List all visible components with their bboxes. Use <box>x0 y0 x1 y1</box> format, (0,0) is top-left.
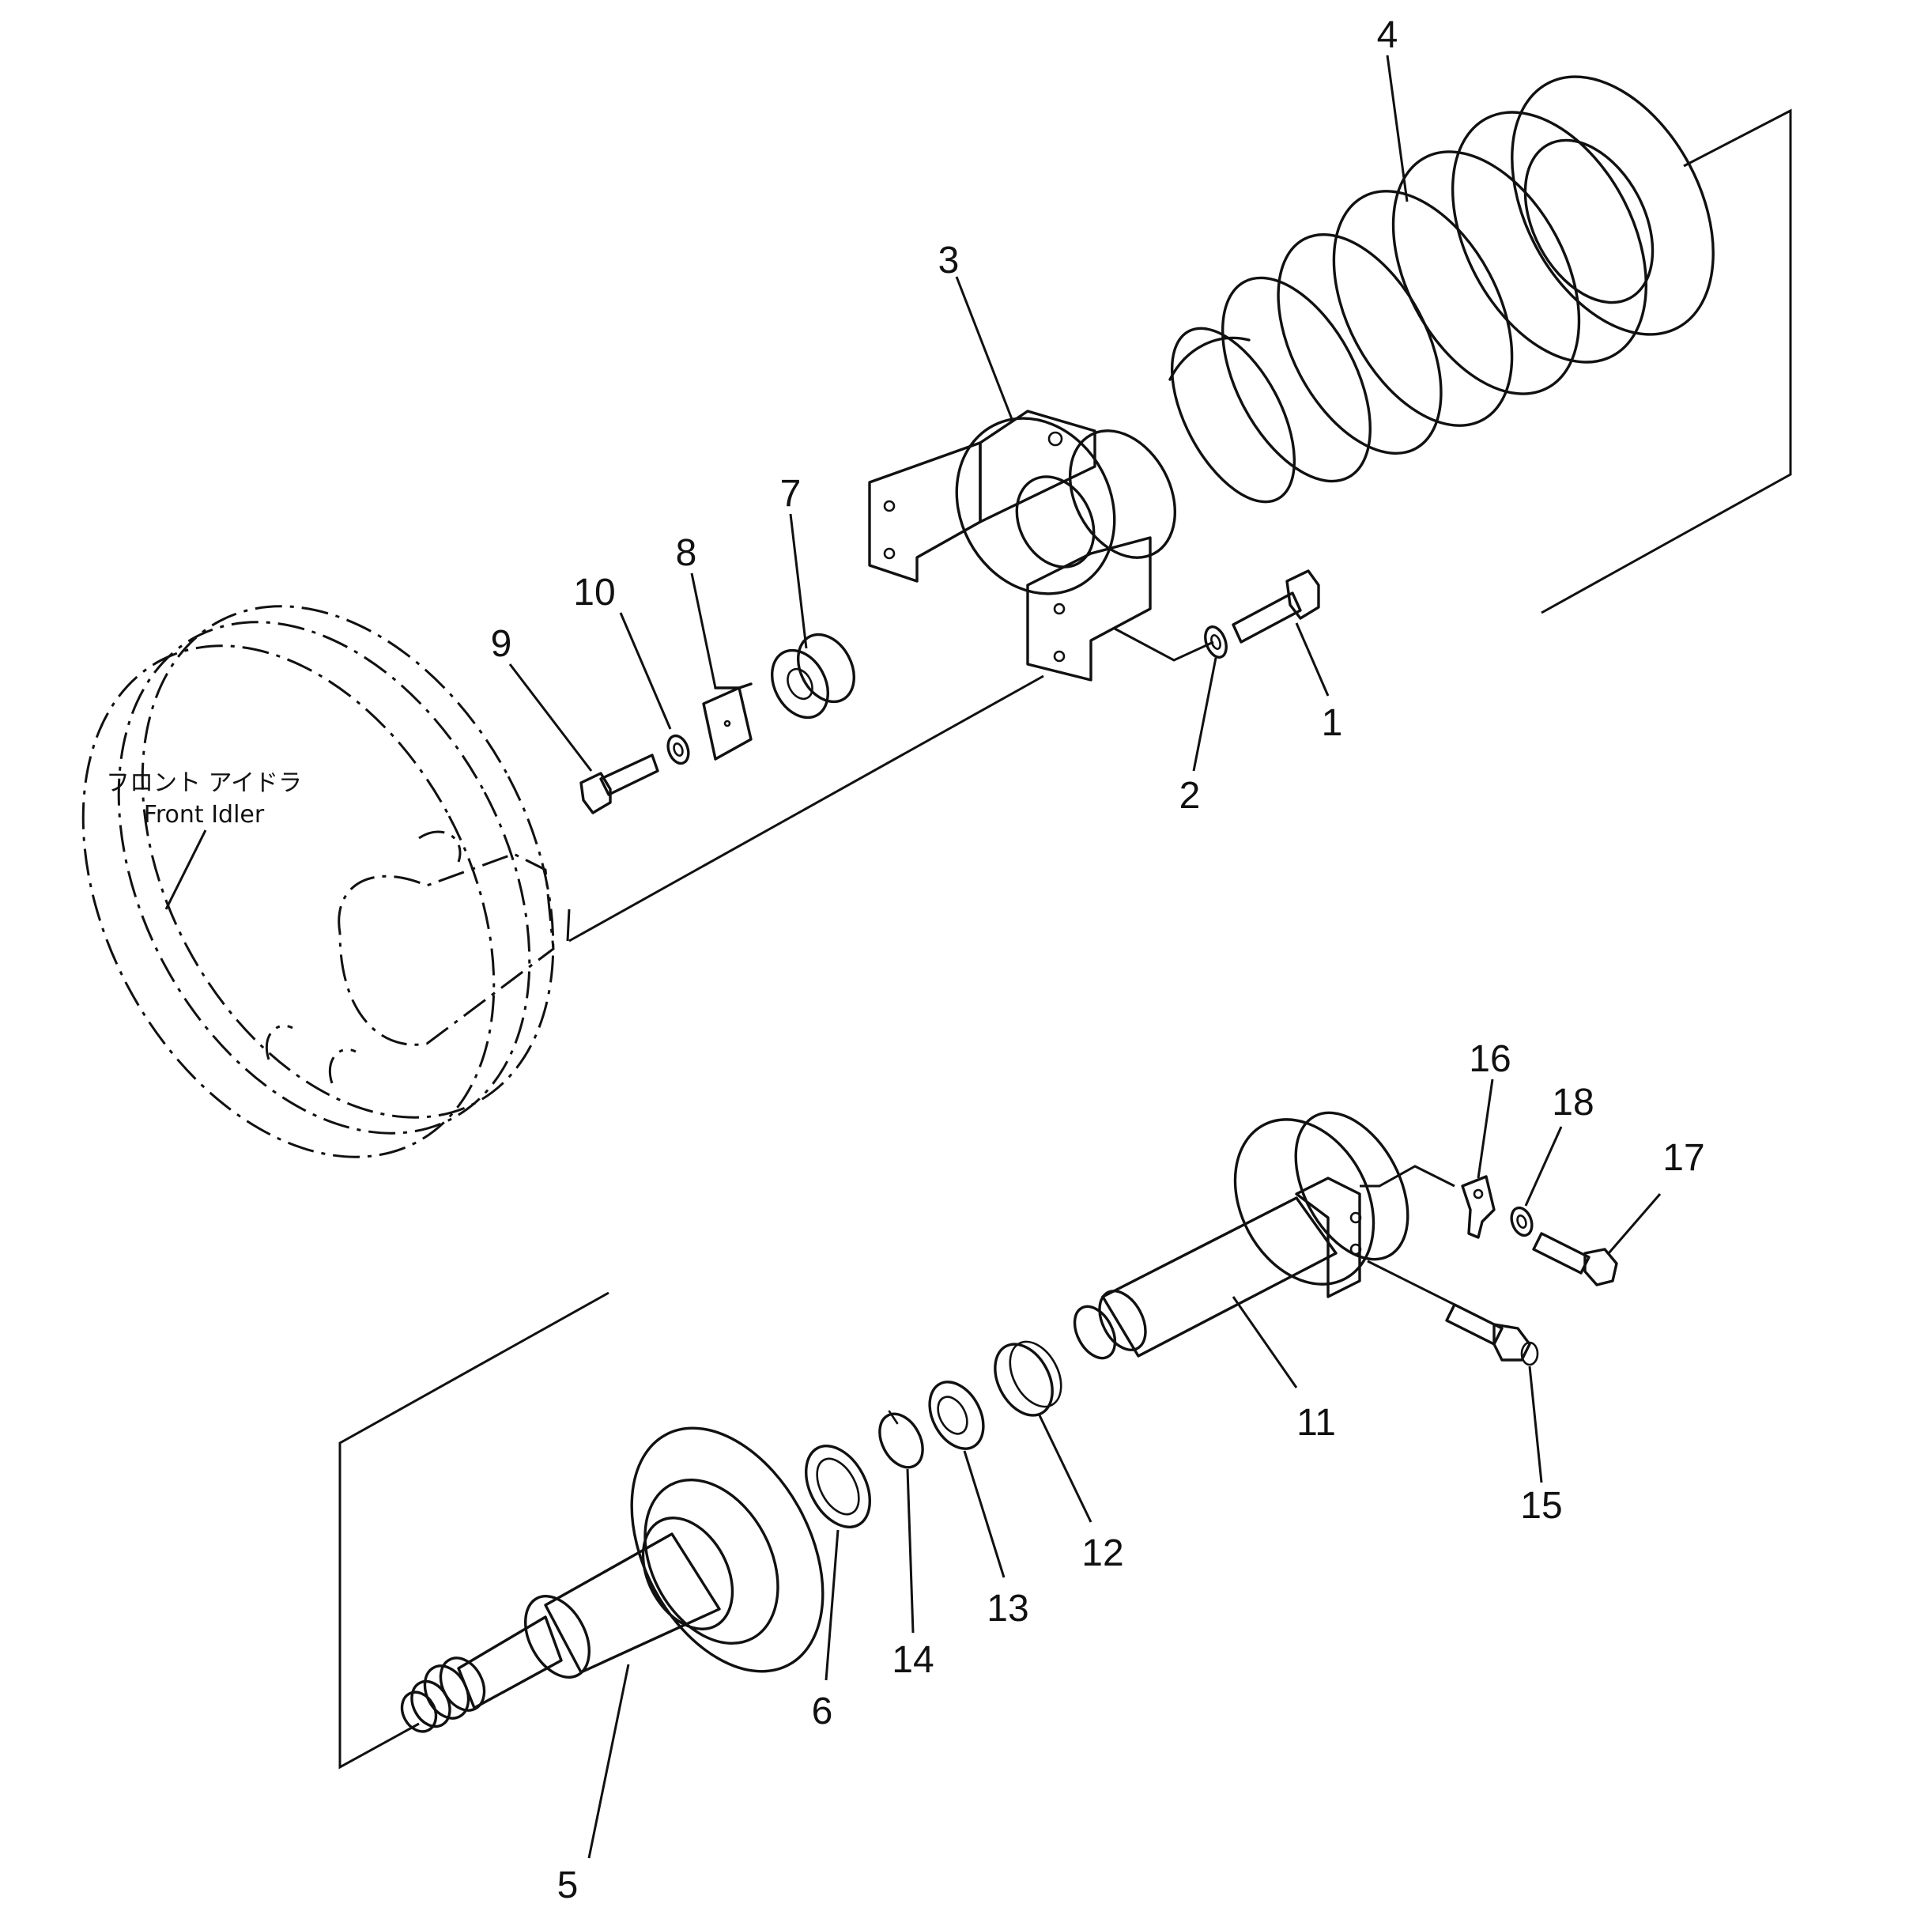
callout-6: 6 <box>812 1690 833 1732</box>
front-idler-label-jp: フロント アイドラ <box>106 769 302 797</box>
seal-13 <box>928 1381 985 1450</box>
callout-10: 10 <box>573 572 615 614</box>
bearing-6 <box>805 1445 871 1528</box>
bolt-1 <box>1232 569 1320 644</box>
callout-labels: 1 2 3 4 5 6 7 8 9 10 11 12 13 14 15 16 1… <box>491 14 1705 1906</box>
callout-11: 11 <box>1296 1402 1336 1444</box>
yoke <box>868 410 1214 682</box>
bolt-9 <box>579 754 659 814</box>
callout-3: 3 <box>938 240 960 281</box>
assembly-bracket-lower <box>338 1291 609 1770</box>
callout-12: 12 <box>1081 1532 1123 1574</box>
front-idler-caption: フロント アイドラ Front Idler <box>106 769 302 829</box>
grease-fitting-15 <box>1445 1303 1539 1366</box>
callout-17: 17 <box>1662 1137 1704 1179</box>
bolt-17 <box>1532 1232 1618 1286</box>
washer-18 <box>1510 1206 1534 1237</box>
idler-shaft <box>400 1426 824 1733</box>
callout-9: 9 <box>491 623 512 665</box>
bushing-7 <box>771 633 855 720</box>
callout-2: 2 <box>1179 775 1201 817</box>
snap-ring-14 <box>878 1410 924 1469</box>
rod-11 <box>1073 1111 1455 1360</box>
callout-18: 18 <box>1552 1082 1594 1124</box>
plate-8 <box>702 682 753 761</box>
recoil-spring <box>1168 75 1715 504</box>
washer-2 <box>1204 625 1228 659</box>
bushing-12 <box>994 1340 1062 1417</box>
leader-lines <box>164 55 1662 1859</box>
callout-14: 14 <box>892 1639 934 1681</box>
front-idler <box>81 605 1044 1158</box>
callout-13: 13 <box>987 1588 1028 1630</box>
lock-plate-16 <box>1461 1175 1496 1239</box>
callout-1: 1 <box>1322 702 1343 744</box>
callout-5: 5 <box>557 1864 579 1906</box>
front-idler-label-en: Front Idler <box>144 801 265 829</box>
callout-16: 16 <box>1469 1038 1511 1080</box>
assembly-bracket-upper <box>1541 108 1792 614</box>
callout-7: 7 <box>780 473 802 515</box>
washer-10 <box>666 734 690 765</box>
callout-8: 8 <box>676 532 697 574</box>
callout-4: 4 <box>1377 14 1398 56</box>
callout-15: 15 <box>1520 1485 1562 1527</box>
